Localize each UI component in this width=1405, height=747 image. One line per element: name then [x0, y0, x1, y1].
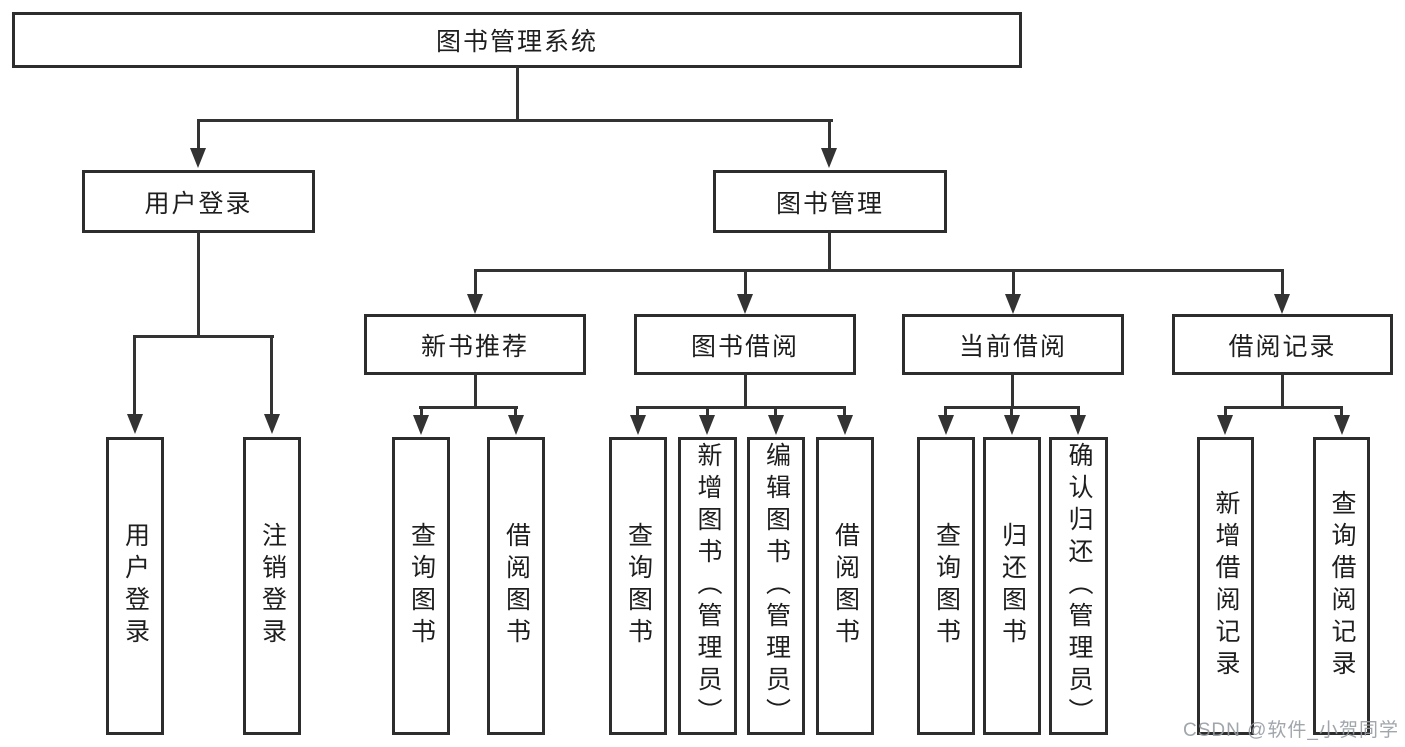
leaf-cur-return-books: 归还图书 — [983, 437, 1041, 735]
connector-stem — [1281, 269, 1284, 296]
connector-newbook-vline — [474, 373, 477, 408]
connector-records-hline — [1224, 406, 1343, 409]
node-book-management-label: 图书管理 — [775, 189, 884, 218]
connector-stem — [1012, 269, 1015, 296]
leaf-bw-edit-books-admin-label: 编辑图书（管理员） — [762, 442, 791, 730]
connector-bookmgmt-hline — [474, 269, 1284, 272]
arrow-down-icon — [768, 415, 784, 435]
leaf-cur-return-books-label: 归还图书 — [998, 522, 1027, 650]
leaf-cur-confirm-return-admin: 确认归还（管理员） — [1049, 437, 1108, 735]
arrow-down-icon — [1004, 415, 1020, 435]
arrow-down-icon — [467, 294, 483, 314]
connector-stem — [197, 119, 200, 149]
arrow-down-icon — [630, 415, 646, 435]
connector-currentborrow-vline — [1011, 373, 1014, 408]
arrow-down-icon — [1070, 415, 1086, 435]
connector-stem — [843, 406, 846, 418]
connector-stem — [944, 406, 947, 418]
node-book-management: 图书管理 — [713, 170, 947, 233]
connector-records-vline — [1281, 373, 1284, 408]
connector-stem — [828, 119, 831, 149]
leaf-bw-query-books: 查询图书 — [609, 437, 667, 735]
arrow-down-icon — [737, 294, 753, 314]
leaf-bw-edit-books-admin: 编辑图书（管理员） — [747, 437, 805, 735]
arrow-down-icon — [1274, 294, 1290, 314]
node-current-borrow: 当前借阅 — [902, 314, 1124, 375]
connector-bookmgmt-vline — [828, 231, 831, 271]
connector-bookborrow-vline — [744, 373, 747, 408]
leaf-bw-borrow-books-label: 借阅图书 — [831, 522, 860, 650]
connector-stem — [1224, 406, 1227, 418]
node-user-login-label: 用户登录 — [144, 189, 253, 218]
connector-stem — [774, 406, 777, 418]
leaf-bw-add-books-admin: 新增图书（管理员） — [678, 437, 737, 735]
arrow-down-icon — [821, 148, 837, 168]
leaf-rec-query-record-label: 查询借阅记录 — [1328, 490, 1356, 682]
connector-stem — [133, 335, 136, 417]
node-book-borrow: 图书借阅 — [634, 314, 856, 375]
connector-stem — [420, 406, 423, 418]
node-new-book-recommend-label: 新书推荐 — [420, 332, 529, 361]
leaf-nb-borrow-books-label: 借阅图书 — [502, 522, 531, 650]
arrow-down-icon — [413, 415, 429, 435]
connector-stem — [514, 406, 517, 418]
leaf-nb-query-books: 查询图书 — [392, 437, 450, 735]
connector-stem — [1340, 406, 1343, 418]
node-borrow-records: 借阅记录 — [1172, 314, 1393, 375]
connector-stem — [1010, 406, 1013, 418]
connector-stem — [706, 406, 709, 418]
leaf-nb-query-books-label: 查询图书 — [407, 522, 436, 650]
leaf-logout-label: 注销登录 — [258, 522, 287, 650]
connector-stem — [744, 269, 747, 296]
node-root: 图书管理系统 — [12, 12, 1022, 68]
connector-userlogin-hline — [133, 335, 274, 338]
connector-bookborrow-hline — [636, 406, 846, 409]
arrow-down-icon — [837, 415, 853, 435]
leaf-rec-add-record: 新增借阅记录 — [1197, 437, 1254, 735]
connector-stem — [270, 335, 273, 417]
node-book-borrow-label: 图书借阅 — [690, 332, 799, 361]
node-root-label: 图书管理系统 — [435, 28, 598, 56]
leaf-rec-add-record-label: 新增借阅记录 — [1212, 490, 1240, 682]
arrow-down-icon — [1217, 415, 1233, 435]
connector-stem — [636, 406, 639, 418]
connector-newbook-hline — [419, 406, 518, 409]
node-new-book-recommend: 新书推荐 — [364, 314, 586, 375]
connector-userlogin-vline — [197, 231, 200, 337]
connector-root-vline — [516, 66, 519, 121]
leaf-cur-query-books-label: 查询图书 — [932, 522, 961, 650]
leaf-bw-query-books-label: 查询图书 — [624, 522, 653, 650]
watermark: CSDN @软件_小贺同学 — [1183, 720, 1399, 741]
connector-stem — [1077, 406, 1080, 418]
leaf-cur-confirm-return-admin-label: 确认归还（管理员） — [1065, 442, 1093, 730]
leaf-user-login: 用户登录 — [106, 437, 164, 735]
node-current-borrow-label: 当前借阅 — [958, 332, 1067, 361]
leaf-bw-add-books-admin-label: 新增图书（管理员） — [694, 442, 722, 730]
leaf-rec-query-record: 查询借阅记录 — [1313, 437, 1370, 735]
arrow-down-icon — [190, 148, 206, 168]
leaf-logout: 注销登录 — [243, 437, 301, 735]
arrow-down-icon — [938, 415, 954, 435]
connector-stem — [474, 269, 477, 296]
leaf-bw-borrow-books: 借阅图书 — [816, 437, 874, 735]
arrow-down-icon — [127, 414, 143, 434]
leaf-cur-query-books: 查询图书 — [917, 437, 975, 735]
arrow-down-icon — [508, 415, 524, 435]
leaf-user-login-label: 用户登录 — [121, 522, 150, 650]
leaf-nb-borrow-books: 借阅图书 — [487, 437, 545, 735]
arrow-down-icon — [1005, 294, 1021, 314]
arrow-down-icon — [699, 415, 715, 435]
node-user-login: 用户登录 — [82, 170, 315, 233]
arrow-down-icon — [264, 414, 280, 434]
arrow-down-icon — [1334, 415, 1350, 435]
node-borrow-records-label: 借阅记录 — [1228, 332, 1337, 361]
connector-root-hline — [197, 119, 833, 122]
